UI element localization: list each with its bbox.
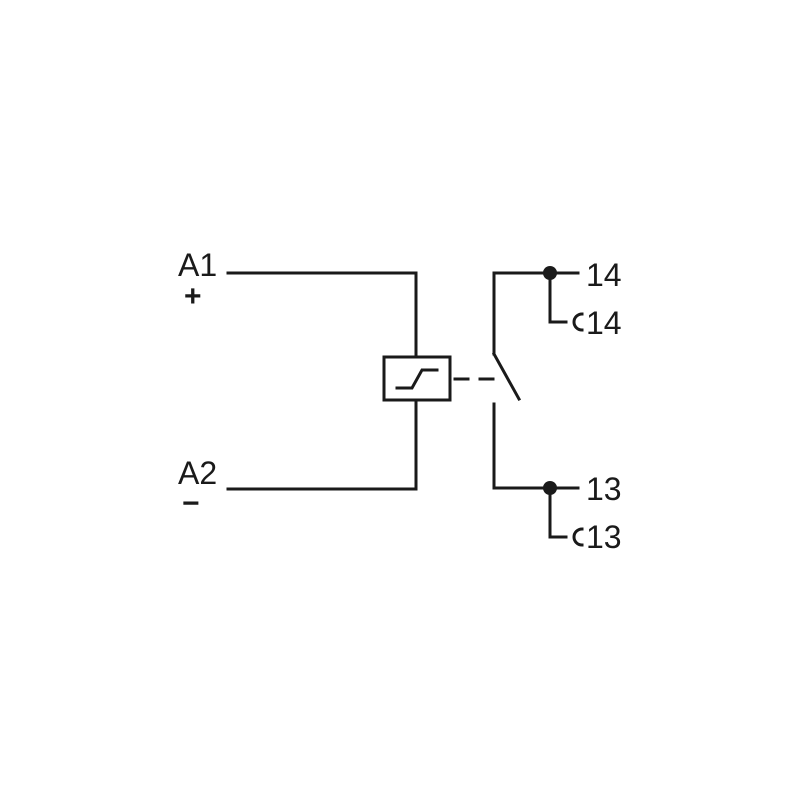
label-terminal-13: 13 bbox=[586, 471, 622, 507]
contact-circuit bbox=[491, 266, 584, 547]
coil-circuit bbox=[226, 271, 452, 491]
label-terminal-14-plug: 14 bbox=[586, 305, 622, 341]
a1-wire bbox=[226, 271, 418, 359]
branch-13-wire bbox=[548, 486, 568, 539]
contact-upper-wire bbox=[492, 271, 580, 356]
plug-13-icon bbox=[572, 527, 584, 547]
label-terminal-13-plug: 13 bbox=[586, 519, 622, 555]
label-a1: A1 bbox=[178, 247, 217, 283]
contact-lower-wire bbox=[492, 402, 580, 490]
branch-14-wire bbox=[548, 271, 568, 324]
label-a1-polarity: + bbox=[184, 280, 202, 313]
solid-state-relay-step-icon bbox=[395, 368, 439, 390]
plug-14-icon bbox=[572, 312, 584, 332]
coil-box bbox=[382, 355, 452, 402]
a2-wire bbox=[226, 398, 418, 491]
label-terminal-14: 14 bbox=[586, 257, 622, 293]
contact-blade bbox=[491, 351, 522, 402]
label-a2: A2 bbox=[178, 455, 217, 491]
label-a2-polarity: − bbox=[182, 487, 200, 520]
